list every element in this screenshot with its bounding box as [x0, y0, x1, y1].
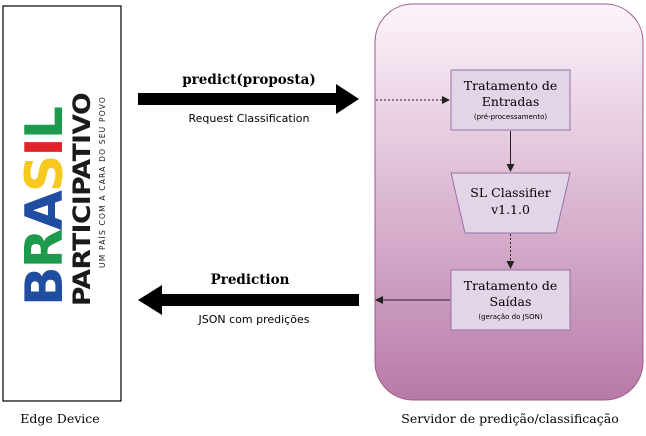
- request-arrow: [138, 84, 359, 114]
- edge-device-node: BRASIL PARTICIPATIVO UM PAÍS COM A CARA …: [2, 5, 122, 402]
- request-arrow-subtitle: Request Classification: [189, 112, 310, 125]
- logo-word-brasil: BRASIL: [15, 107, 75, 306]
- response-arrow-title: Prediction: [211, 272, 290, 288]
- output-box-title-line2: Saídas: [490, 294, 532, 309]
- logo-tagline: UM PAÍS COM A CARA DO SEU POVO: [98, 96, 107, 268]
- server-label: Servidor de predição/classificação: [401, 411, 618, 426]
- input-box-subtitle: (pré-processamento): [474, 113, 548, 121]
- input-processing-box: [450, 69, 571, 131]
- logo-letter: S: [15, 157, 75, 192]
- response-arrow: [138, 285, 359, 315]
- logo-letter: R: [15, 229, 75, 268]
- classifier-title: SL Classifier: [470, 185, 550, 200]
- edge-device-label: Edge Device: [20, 411, 99, 426]
- input-box-title-line2: Entradas: [482, 94, 540, 109]
- logo-letter: B: [15, 268, 75, 306]
- response-arrow-head: [138, 285, 162, 315]
- output-processing-box: [450, 269, 571, 331]
- edge-device-frame: [2, 5, 122, 402]
- output-box-subtitle: (geração do JSON): [478, 313, 542, 321]
- logo-letter: A: [15, 190, 75, 230]
- logo-letter: L: [15, 107, 75, 139]
- request-arrow-title: predict(proposta): [182, 72, 316, 88]
- request-arrow-shaft: [138, 93, 338, 105]
- logo-letter: I: [15, 139, 75, 156]
- brasil-participativo-logo: BRASIL PARTICIPATIVO UM PAÍS COM A CARA …: [15, 93, 107, 306]
- classifier-shape: [450, 172, 571, 234]
- output-box-title-line1: Tratamento de: [464, 278, 557, 293]
- input-box-title-line1: Tratamento de: [464, 78, 557, 93]
- response-arrow-shaft: [160, 294, 359, 306]
- request-arrow-head: [336, 84, 359, 114]
- logo-word-participativo: PARTICIPATIVO: [68, 93, 96, 306]
- classifier-version: v1.1.0: [490, 202, 530, 217]
- response-arrow-subtitle: JSON com predições: [198, 313, 310, 326]
